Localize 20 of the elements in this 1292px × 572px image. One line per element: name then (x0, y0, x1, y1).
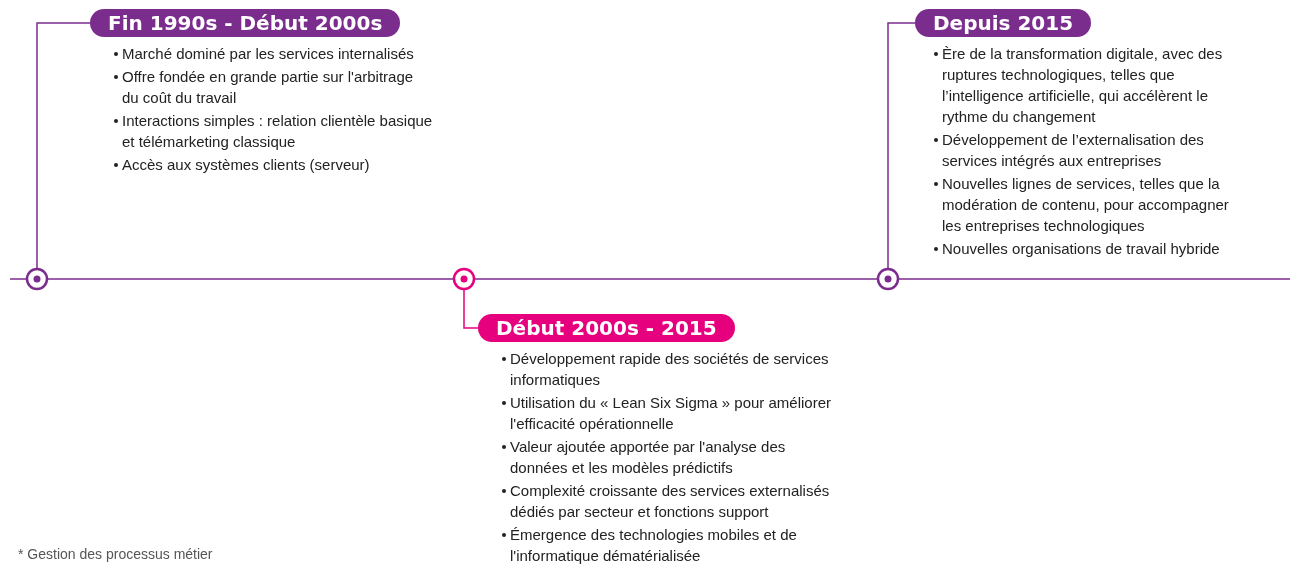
bullet-point-text: Utilisation du « Lean Six Sigma » pour améliorer l'efficacité opérationnelle (510, 394, 831, 432)
bullet-point-text: Développement rapide des sociétés de services informatiques (510, 350, 829, 388)
bullet-point-text: Nouvelles organisations de travail hybride (942, 240, 1220, 257)
connector-line (36, 22, 91, 269)
bullet-point-text: Interactions simples : relation clientèle basique et télémarketing classique (122, 112, 433, 150)
bullet-point-text: Ère de la transformation digitale, avec des ruptures technologiques, telles que l’intelligence artificielle, qui accélèrent le rythme du changement (942, 45, 1223, 125)
period-heading: Début 2000s - 2015 (478, 314, 735, 342)
bullet-point-text: Marché dominé par les services internalisés (122, 45, 414, 62)
connector-line (463, 289, 479, 329)
period-heading: Fin 1990s - Début 2000s (90, 9, 401, 37)
connector-line (887, 22, 916, 269)
footnote-text: * Gestion des processus métier (18, 546, 213, 562)
bullet-point-text: Accès aux systèmes clients (serveur) (122, 156, 370, 173)
bullet-point-text: Offre fondée en grande partie sur l'arbitrage du coût du travail (122, 68, 414, 106)
bullet-point-text: Nouvelles lignes de services, telles que la modération de contenu, pour accompagner les entreprises technologiques (942, 175, 1229, 234)
period-heading: Depuis 2015 (915, 9, 1092, 37)
bullet-point-text: Émergence des technologies mobiles et de l'informatique dématérialisée (510, 526, 797, 564)
bullet-point-text: Complexité croissante des services externalisés dédiés par secteur et fonctions support (510, 482, 830, 520)
bullet-point-text: Développement de l’externalisation des services intégrés aux entreprises (942, 131, 1204, 169)
bullet-point-text: Valeur ajoutée apportée par l'analyse des données et les modèles prédictifs (510, 438, 786, 476)
